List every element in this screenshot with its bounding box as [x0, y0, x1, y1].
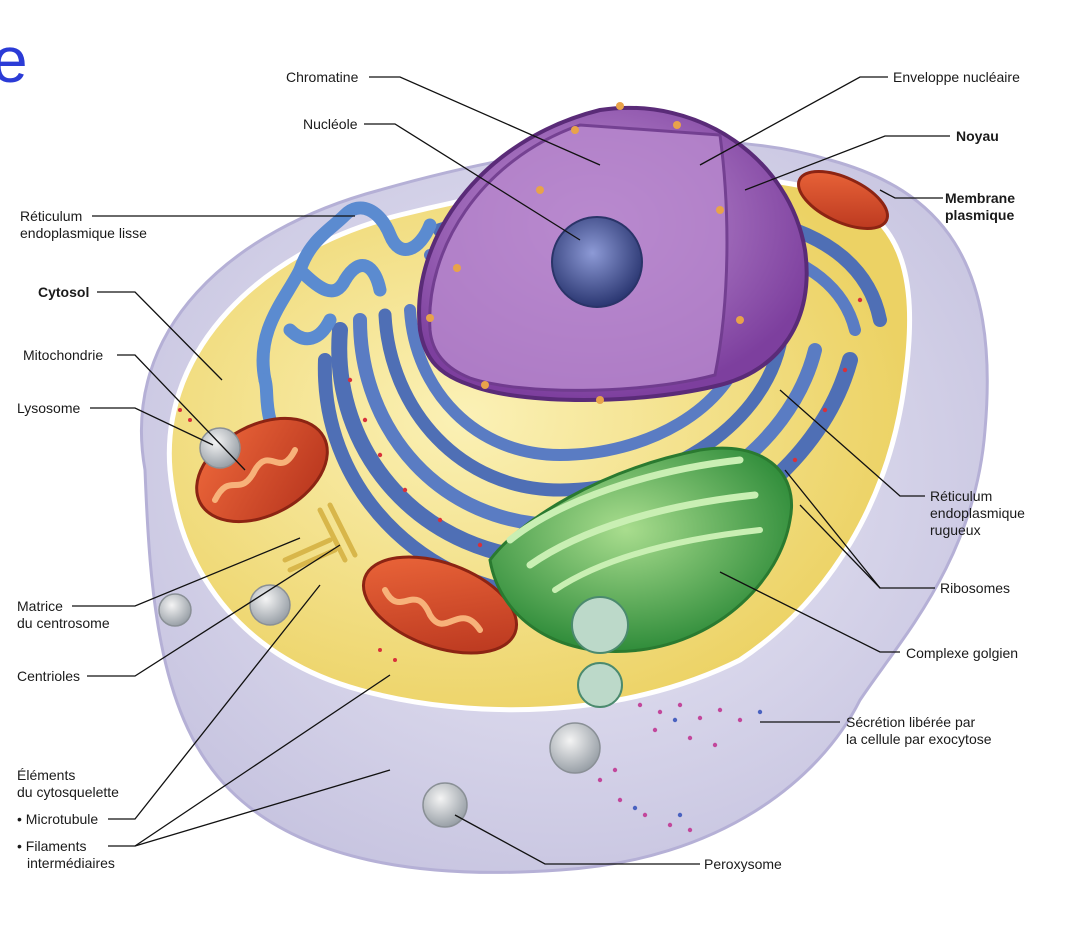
label-rel-2: endoplasmique lisse: [20, 225, 147, 241]
label-centrioles: Centrioles: [17, 668, 81, 684]
vesicles: [158, 427, 629, 828]
label-filaments-1: • Filaments: [17, 838, 87, 854]
mitochondrion-lower: [361, 555, 519, 655]
label-secretion-1: Sécrétion libérée par: [846, 714, 976, 730]
label-secretion-2: la cellule par exocytose: [846, 731, 992, 747]
label-rel-1: Réticulum: [20, 208, 83, 224]
label-complexe-golgien: Complexe golgien: [906, 645, 1019, 661]
mitochondrion-top-right: [797, 170, 889, 230]
label-chromatine: Chromatine: [286, 69, 359, 85]
label-lysosome: Lysosome: [17, 400, 81, 416]
nucleolus: [551, 216, 643, 308]
label-filaments-2: intermédiaires: [27, 855, 115, 871]
nuclear-pores: [426, 102, 744, 404]
label-rer-3: rugueux: [930, 522, 981, 538]
label-membrane-plasmique-1: Membrane: [945, 190, 1016, 206]
label-cytosquelette-1: Éléments: [17, 767, 76, 783]
golgi-complex: [488, 446, 793, 653]
secretion-dots: [597, 702, 763, 833]
label-matrice-1: Matrice: [17, 598, 63, 614]
label-peroxysome: Peroxysome: [704, 856, 782, 872]
label-cytosquelette-2: du cytosquelette: [17, 784, 119, 800]
label-ribosomes: Ribosomes: [940, 580, 1011, 596]
label-rer-2: endoplasmique: [930, 505, 1025, 521]
label-cytosol: Cytosol: [38, 284, 90, 300]
corner-letter: e: [0, 24, 28, 96]
leader-lines: [72, 76, 950, 865]
label-enveloppe-nucleaire: Enveloppe nucléaire: [893, 69, 1020, 85]
label-mitochondrie: Mitochondrie: [23, 347, 104, 363]
label-rer-1: Réticulum: [930, 488, 993, 504]
label-noyau: Noyau: [956, 128, 999, 144]
label-nucleole: Nucléole: [303, 116, 358, 132]
label-matrice-2: du centrosome: [17, 615, 110, 631]
smooth-er: [256, 201, 437, 427]
label-microtubule: • Microtubule: [17, 811, 99, 827]
label-membrane-plasmique-2: plasmique: [945, 207, 1015, 223]
